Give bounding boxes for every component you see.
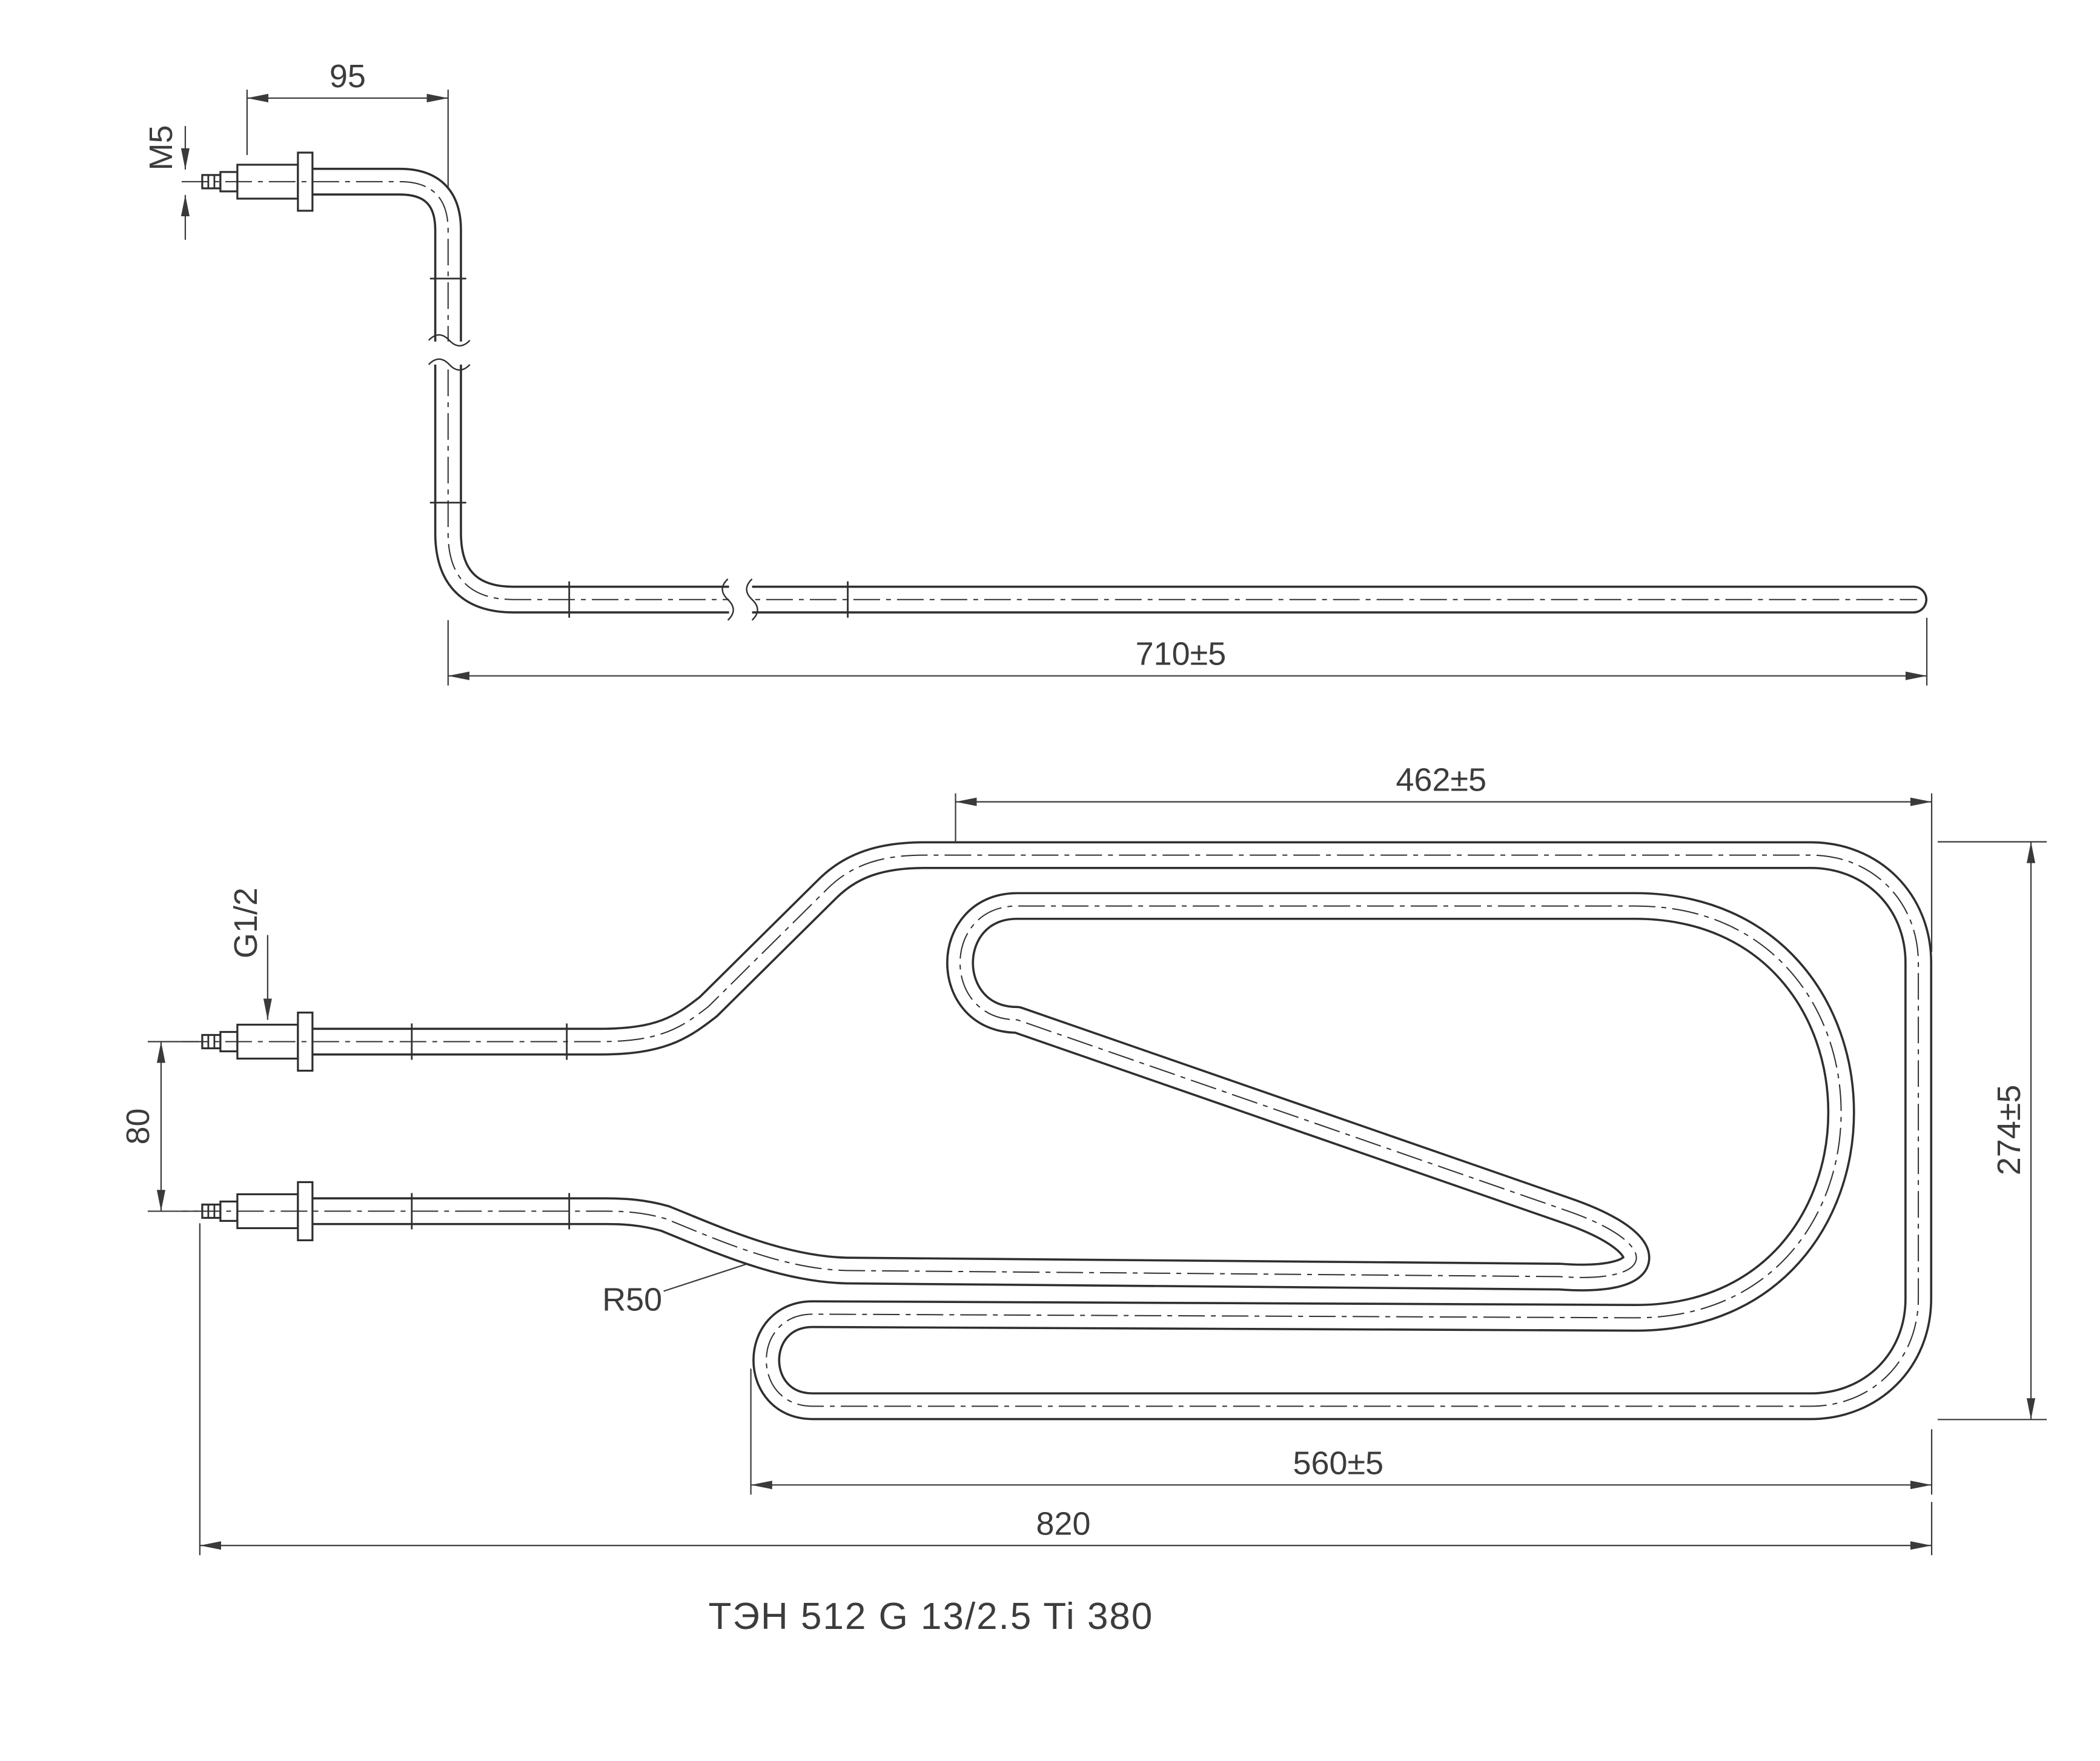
- side-view-tube: [288, 167, 1928, 614]
- plan-view-tube: [288, 841, 1933, 1421]
- radius-r50-label: R50: [602, 1281, 662, 1318]
- dim-462-label: 462±5: [1396, 762, 1486, 798]
- dim-560-label: 560±5: [1293, 1445, 1384, 1481]
- dim-710-label: 710±5: [1136, 636, 1227, 672]
- dim-820-label: 820: [1036, 1505, 1090, 1542]
- centerlines: [181, 181, 1919, 1407]
- break-marks: [426, 334, 758, 623]
- dim-80-label: 80: [120, 1108, 156, 1144]
- dimension-lines: [147, 89, 2047, 1556]
- weld-zone-ticks: [411, 277, 849, 1230]
- thread-m5-label: M5: [143, 125, 179, 170]
- dim-274-label: 274±5: [1991, 1085, 2027, 1176]
- thread-g12-label: G1/2: [228, 887, 264, 958]
- dim-95-label: 95: [330, 58, 366, 95]
- drawing-title: ТЭН 512 G 13/2.5 Ti 380: [709, 1596, 1154, 1637]
